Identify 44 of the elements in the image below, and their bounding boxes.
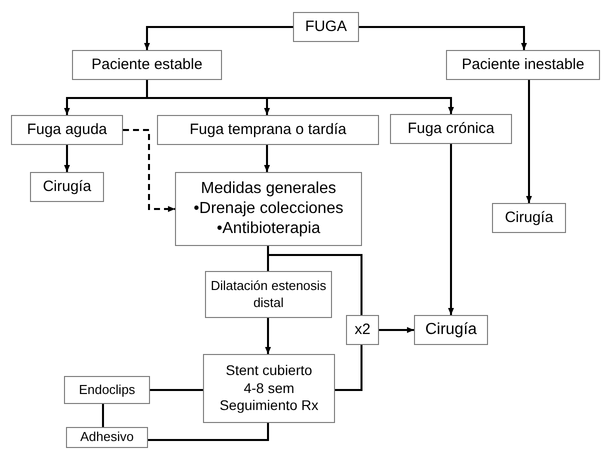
process-box [414,315,488,345]
box-text: 4-8 sem [244,380,294,398]
arrow [359,26,527,50]
box-text: x2 [354,320,370,340]
process-box [346,315,379,345]
box-text: Fuga temprana o tardía [190,120,346,140]
arrow [144,26,293,50]
box-text: Cirugía [425,320,477,340]
arrow [265,318,271,354]
box-text: Seguimiento Rx [220,397,318,415]
box-text: Fuga aguda [26,120,108,140]
arrow [448,144,454,315]
box-text: Cirugía [504,208,554,228]
box-text: Endoclips [78,382,136,398]
process-box [175,172,362,246]
process-box [205,271,332,318]
arrow [526,80,532,203]
box-text: Adhesivo [80,429,134,446]
arrow [123,129,175,212]
arrow [379,327,414,333]
process-box [293,12,359,42]
arrow [264,145,270,172]
box-text: Paciente inestable [462,56,584,74]
process-box [11,115,123,145]
process-box [72,50,222,80]
box-text: Fuga crónica [408,120,494,138]
box-text: FUGA [305,18,347,36]
arrow [146,80,454,114]
process-box [203,354,335,423]
box-text: •Antibioterapia [216,219,320,239]
box-text: Cirugía [42,178,92,196]
box-text: Medidas generales [200,179,336,199]
process-box [390,114,512,144]
process-box [30,172,104,202]
box-text: Paciente estable [92,56,202,74]
process-box [492,203,566,233]
process-box [64,376,150,404]
process-box [66,427,148,448]
box-text: Stent cubierto [226,362,312,380]
box-text: Dilatación estenosis distal [210,278,328,311]
process-box [446,50,600,80]
arrow [64,145,70,172]
box-text: •Drenaje colecciones [194,199,344,219]
process-box [157,115,379,145]
